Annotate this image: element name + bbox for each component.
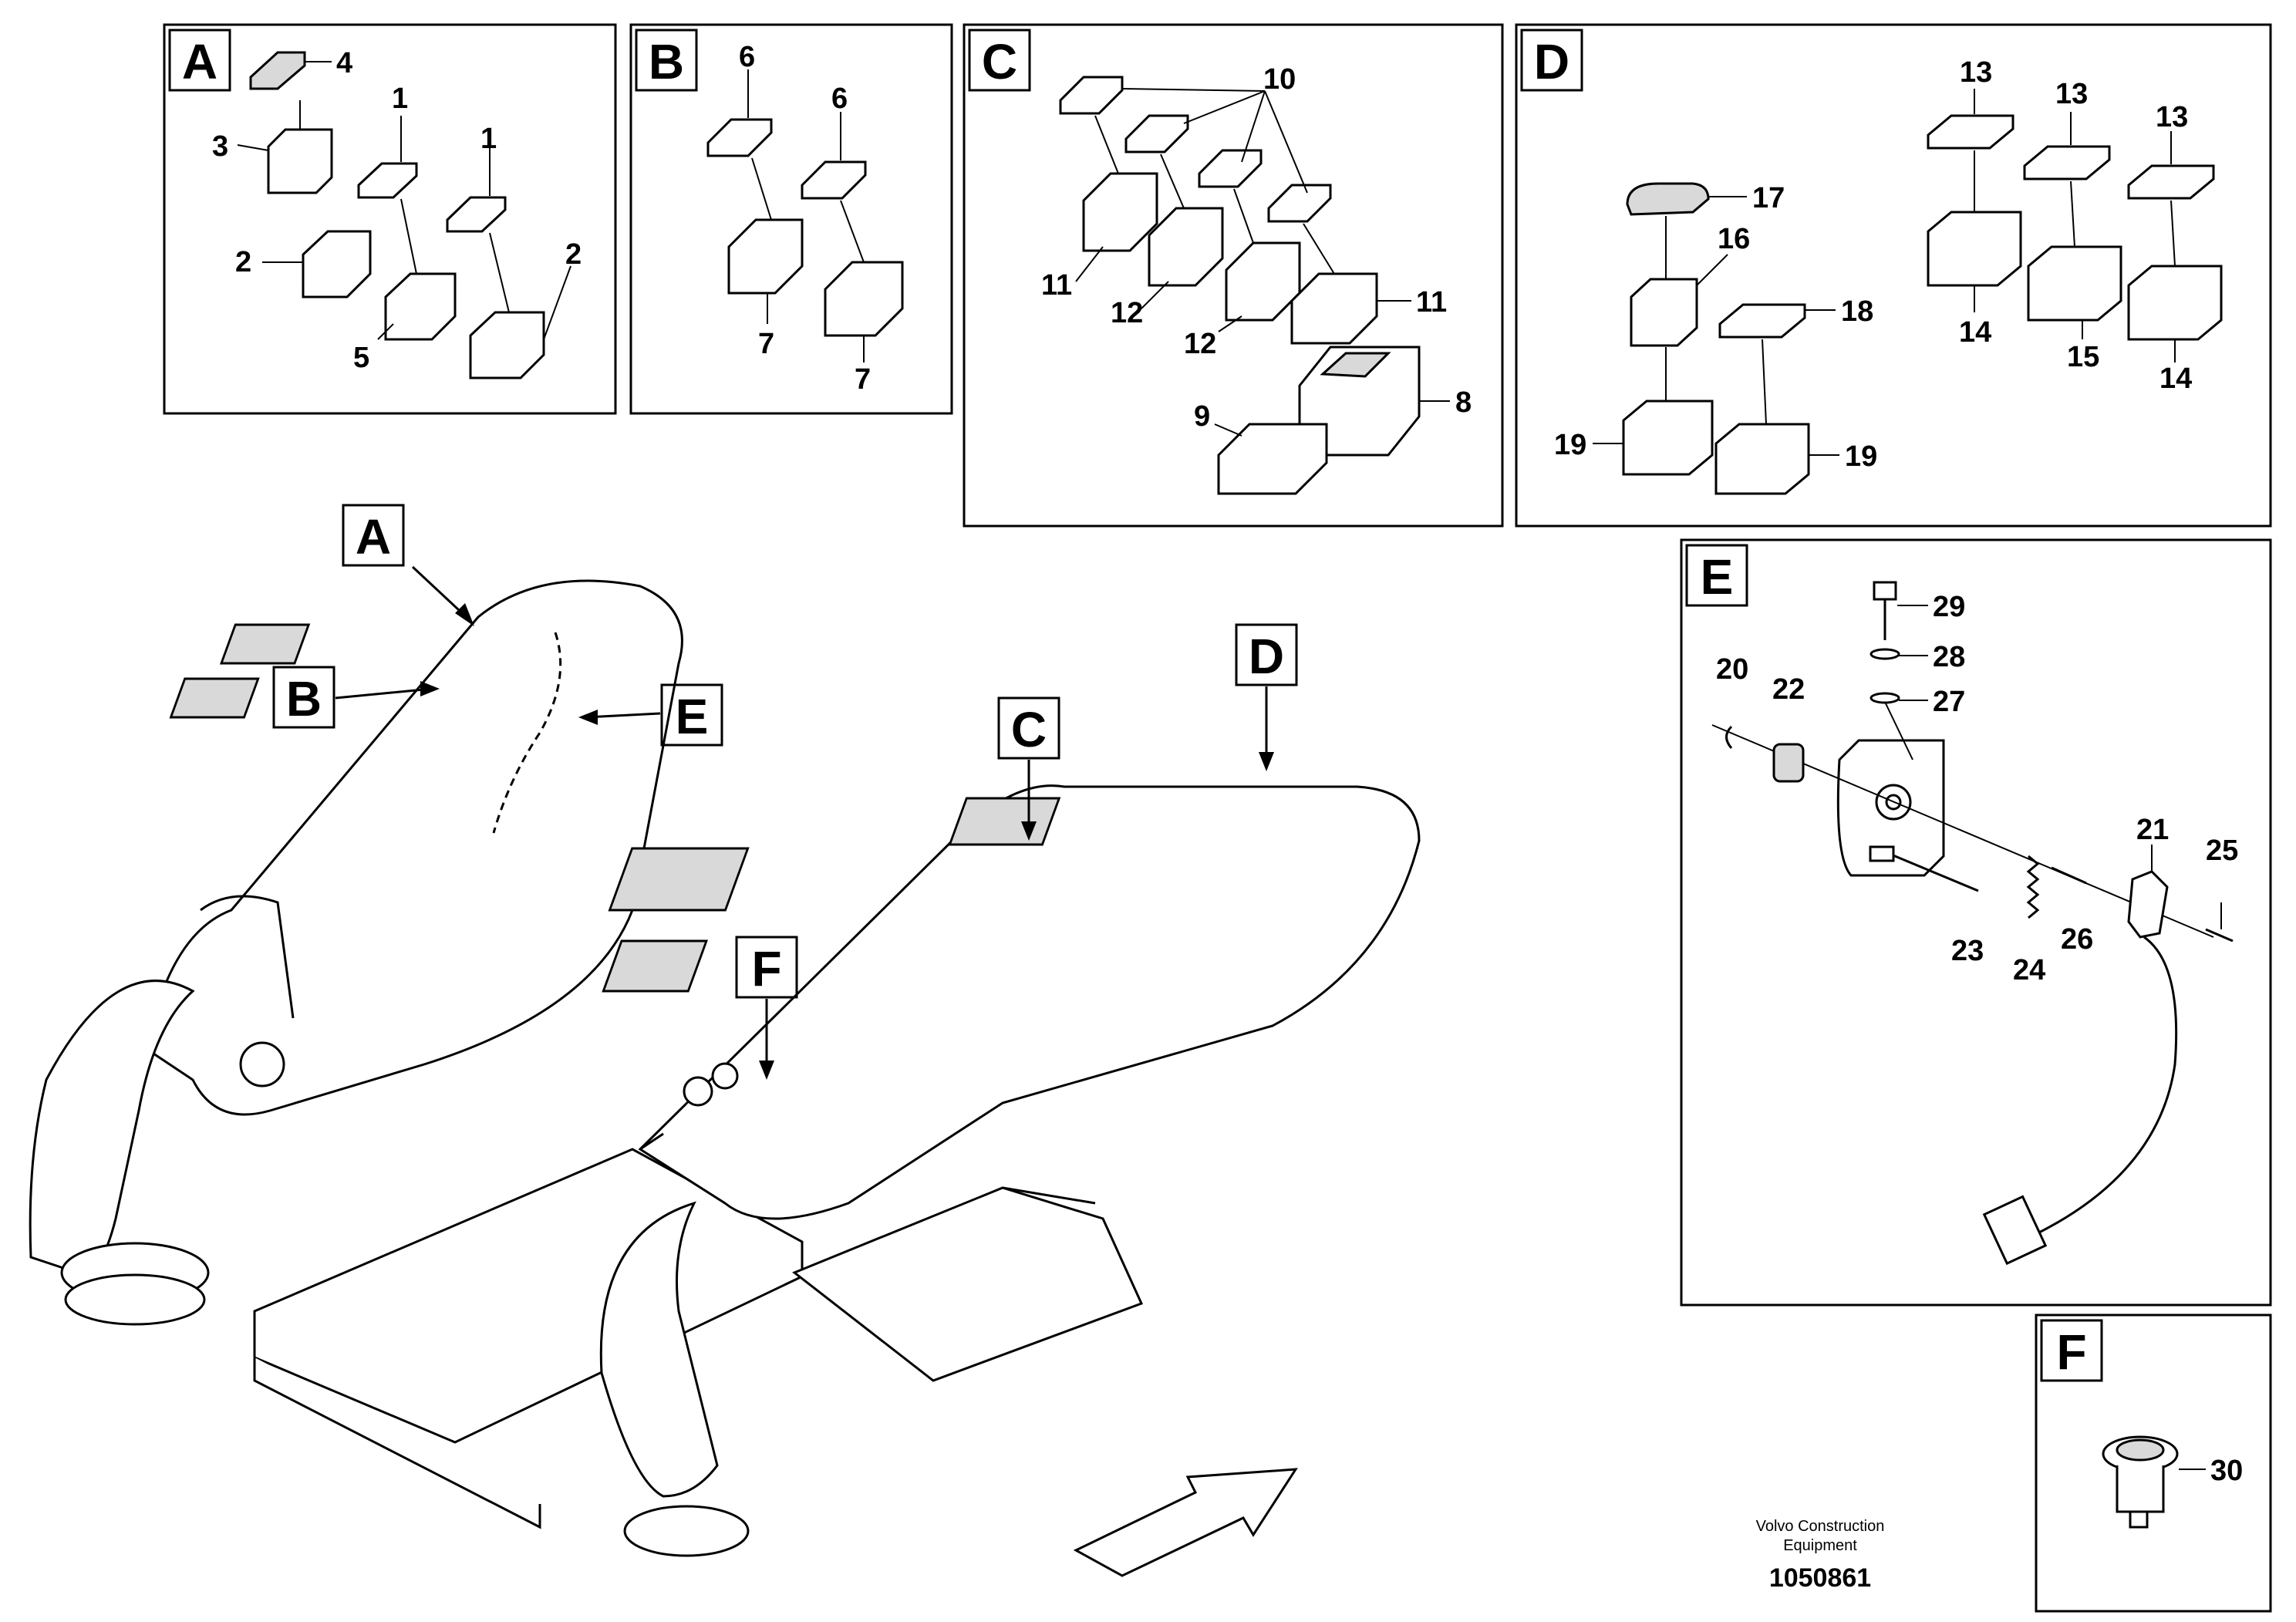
footer-company-line1: Volvo Construction [1756,1518,1885,1535]
callout-19b: 19 [1845,440,1877,473]
main-callout-f: F [735,936,798,1080]
detail-panel-d: D 13 13 13 14 14 15 17 16 18 [1515,23,2272,528]
callout-5: 5 [353,342,369,374]
callout-3: 3 [212,130,228,163]
callout-6b: 6 [831,83,848,115]
callout-11b: 11 [1416,286,1447,319]
svg-text:B: B [286,671,322,727]
callout-7a: 7 [758,328,774,360]
callout-30: 30 [2210,1455,2243,1487]
callout-26: 26 [2061,923,2093,956]
panel-b-letter: B [649,34,684,89]
callout-12a: 12 [1111,297,1143,329]
callout-8: 8 [1455,386,1472,419]
callout-13a: 13 [1960,56,1992,89]
callout-28: 28 [1933,641,1965,673]
main-callout-a: A [342,504,474,626]
callout-4: 4 [336,47,352,79]
callout-2b: 2 [565,238,582,271]
panel-f-letter: F [2056,1324,2086,1380]
callout-23: 23 [1951,935,1984,967]
callout-12b: 12 [1184,328,1216,360]
main-callout-c: C [997,696,1060,841]
panel-e-letter: E [1701,549,1734,605]
callout-1b: 1 [480,123,497,155]
callout-22: 22 [1772,673,1805,706]
main-console-assembly [29,579,1421,1557]
callout-11a: 11 [1041,269,1072,302]
callout-25: 25 [2206,835,2238,867]
svg-text:D: D [1249,629,1284,684]
detail-panel-f: F 30 [2035,1313,2272,1613]
callout-13b: 13 [2055,78,2088,110]
svg-text:E: E [676,689,709,744]
callout-15: 15 [2067,341,2099,373]
callout-14b: 14 [2159,363,2192,395]
callout-14a: 14 [1959,316,1991,349]
detail-panel-a: A 4 3 1 1 2 2 5 [163,23,617,415]
callout-10: 10 [1263,63,1296,96]
main-callout-b: B [272,666,440,729]
detail-panel-e: E 29 28 27 20 22 23 24 26 [1680,538,2272,1307]
callout-18: 18 [1841,295,1873,328]
callout-2a: 2 [235,246,251,278]
footer-company-line2: Equipment [1783,1537,1857,1554]
detail-panel-c: C 10 11 11 12 12 8 9 [963,23,1504,528]
detail-panel-b: B 6 6 7 7 [629,23,953,415]
callout-9: 9 [1194,400,1210,433]
svg-text:A: A [356,509,391,565]
direction-arrow-icon [1073,1468,1298,1577]
svg-text:F: F [751,941,781,996]
panel-d-letter: D [1534,34,1569,89]
panel-a-letter: A [182,34,217,89]
callout-20: 20 [1716,653,1748,686]
callout-29: 29 [1933,591,1965,623]
callout-24: 24 [2013,954,2045,986]
panel-c-letter: C [982,34,1017,89]
callout-21: 21 [2136,814,2169,846]
drawing-number: 1050861 [1769,1563,1871,1593]
callout-16: 16 [1718,223,1750,255]
main-callout-e: E [578,683,723,747]
main-callout-d: D [1235,623,1298,771]
callout-13c: 13 [2156,101,2188,133]
callout-19a: 19 [1554,429,1586,461]
callout-27: 27 [1933,686,1965,718]
callout-1a: 1 [392,83,408,115]
callout-17: 17 [1752,182,1785,214]
callout-6a: 6 [739,41,755,73]
callout-7b: 7 [855,363,871,396]
svg-text:C: C [1011,702,1047,757]
